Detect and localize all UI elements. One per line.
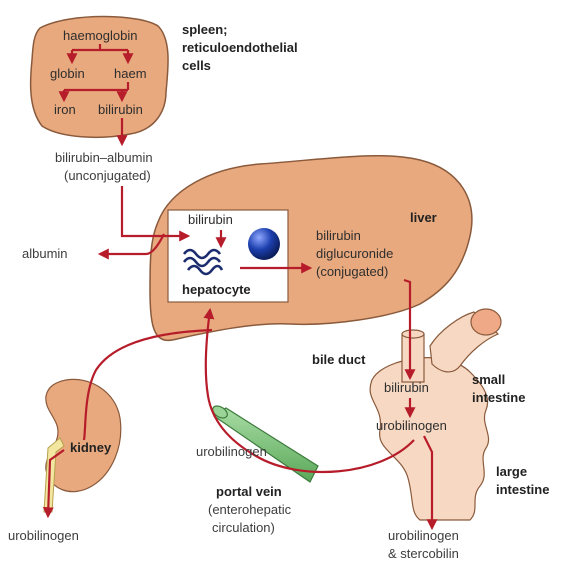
spleen-title-line2: reticuloendothelial: [182, 40, 298, 55]
spleen-shape: [29, 15, 169, 138]
endoplasmic-reticulum-icon: [182, 248, 224, 276]
faecal-output-line1: urobilinogen: [388, 528, 459, 543]
nucleus-icon: [248, 228, 280, 260]
large-intestine-line1: large: [496, 464, 527, 479]
conjugated-line2: diglucuronide: [316, 246, 393, 261]
renal-arrow: [82, 328, 213, 441]
excretion-arrow: [423, 435, 438, 531]
haemoglobin-label: haemoglobin: [63, 28, 137, 43]
albumin-arrow: [97, 233, 165, 260]
bile-duct-top: [401, 329, 425, 339]
conjugated-line3: (conjugated): [316, 264, 388, 279]
bile-flow-arrow: [403, 278, 416, 381]
large-intestine-line2: intestine: [496, 482, 549, 497]
kidney-shape: [45, 378, 122, 493]
portal-vein-end: [212, 405, 228, 419]
faecal-output-line2: & stercobilin: [388, 546, 459, 561]
iron-label: iron: [54, 102, 76, 117]
portal-line2: (enterohepatic: [208, 502, 292, 517]
spleen-arrows: [58, 44, 134, 147]
intestine-urobilinogen-label: urobilinogen: [376, 418, 447, 433]
haem-label: haem: [114, 66, 147, 81]
hepatocyte-bilirubin-label: bilirubin: [188, 212, 233, 227]
bile-duct-label: bile duct: [312, 352, 366, 367]
albumin-label: albumin: [22, 246, 68, 261]
enterohepatic-arrow: [203, 307, 415, 474]
spleen-bilirubin-label: bilirubin: [98, 102, 143, 117]
portal-line3: circulation): [212, 520, 275, 535]
liver-title: liver: [410, 210, 437, 225]
bile-duct-shape: [401, 333, 425, 383]
globin-label: globin: [50, 66, 85, 81]
conjugated-line1: bilirubin: [316, 228, 361, 243]
small-intestine-line1: small: [472, 372, 505, 387]
bilirubin-albumin-label: bilirubin–albumin: [55, 150, 153, 165]
urine-urobilinogen-label: urobilinogen: [8, 528, 79, 543]
urine-arrow: [42, 449, 65, 519]
portal-vein-label: portal vein: [216, 484, 282, 499]
small-intestine-end: [470, 308, 502, 336]
transport-arrow: [120, 186, 191, 242]
small-intestine-line2: intestine: [472, 390, 525, 405]
portal-urobilinogen-label: urobilinogen: [196, 444, 267, 459]
kidney-label: kidney: [70, 440, 112, 455]
spleen-title-line3: cells: [182, 58, 211, 73]
hepatocyte-label: hepatocyte: [182, 282, 251, 297]
unconjugated-label: (unconjugated): [64, 168, 151, 183]
spleen-title-line1: spleen;: [182, 22, 228, 37]
intestine-bilirubin-label: bilirubin: [384, 380, 429, 395]
